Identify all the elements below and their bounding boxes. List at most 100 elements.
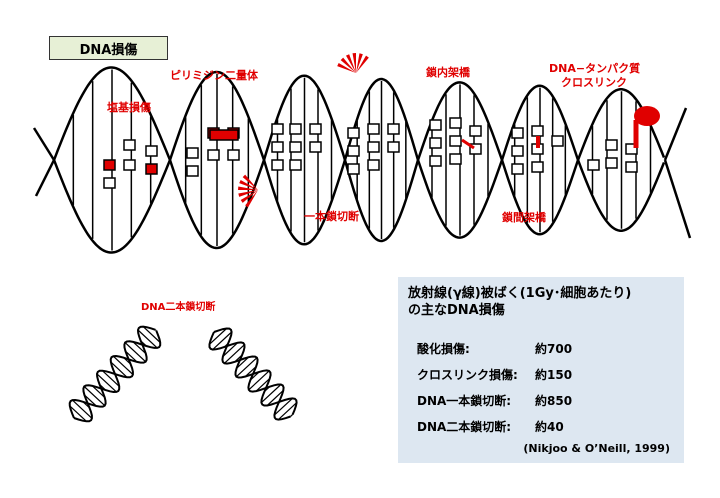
base bbox=[289, 159, 302, 171]
info-row-dsb: DNA二本鎖切断: 約40 bbox=[417, 418, 564, 435]
base bbox=[625, 143, 638, 155]
base bbox=[605, 139, 618, 151]
ds-fragment-left-rung bbox=[123, 357, 132, 365]
ds-fragment-left-rung bbox=[137, 329, 158, 349]
base bbox=[387, 123, 400, 135]
ds-fragment-left-rung bbox=[125, 350, 138, 363]
base bbox=[449, 117, 462, 129]
label-single-strand-break: 一本鎖切断 bbox=[304, 210, 359, 223]
ds-fragment-right-rung bbox=[222, 342, 239, 357]
break-fan-bottom bbox=[238, 186, 258, 190]
info-row-value: 約40 bbox=[535, 420, 564, 434]
ds-fragment-right-rung bbox=[244, 366, 257, 377]
break-fan-top bbox=[352, 53, 356, 73]
ds-fragment-right-rung bbox=[234, 354, 243, 363]
break-fan-bottom bbox=[242, 174, 258, 190]
base bbox=[186, 165, 199, 177]
dna-strand-tail bbox=[32, 127, 56, 161]
base bbox=[289, 123, 302, 135]
ds-fragment-right-rung bbox=[277, 402, 298, 421]
base bbox=[551, 135, 564, 147]
info-row-value: 約150 bbox=[535, 368, 573, 382]
info-row-value: 約850 bbox=[535, 394, 573, 408]
base bbox=[271, 123, 284, 135]
dna-strand-a bbox=[52, 66, 666, 250]
damaged-base bbox=[103, 159, 116, 171]
base bbox=[531, 125, 544, 137]
info-row-value: 約700 bbox=[535, 342, 573, 356]
dna-strand-b bbox=[52, 70, 666, 254]
base bbox=[429, 155, 442, 167]
break-fan-top bbox=[346, 54, 356, 73]
info-reference: (Nikjoo & O’Neill, 1999) bbox=[523, 442, 670, 455]
label-dna-protein-line2: クロスリンク bbox=[561, 76, 627, 89]
base bbox=[309, 123, 322, 135]
ds-fragment-right-rung bbox=[278, 401, 281, 404]
ds-fragment-left-rung bbox=[142, 326, 161, 343]
info-row-crosslink: クロスリンク損傷: 約150 bbox=[417, 366, 572, 383]
break-fan-bottom bbox=[239, 180, 258, 190]
base bbox=[367, 159, 380, 171]
base bbox=[469, 125, 482, 137]
ds-fragment-right-rung bbox=[223, 343, 229, 348]
ds-fragment-left-rung bbox=[69, 405, 87, 422]
base bbox=[207, 149, 220, 161]
base bbox=[429, 137, 442, 149]
break-fan-top bbox=[356, 53, 363, 73]
ds-fragment-left-rung bbox=[99, 384, 107, 391]
ds-fragment-left-rung bbox=[96, 373, 117, 393]
ds-fragment-left-rung bbox=[140, 340, 147, 347]
base bbox=[309, 141, 322, 153]
base bbox=[289, 141, 302, 153]
dna-strand-tail bbox=[663, 159, 692, 239]
ds-fragment-right-rung bbox=[290, 414, 294, 417]
ds-fragment-right-rung bbox=[266, 389, 284, 406]
info-title-line1: 放射線(γ線)被ばく(1Gy･細胞あたり) bbox=[408, 286, 632, 301]
base bbox=[511, 127, 524, 139]
base bbox=[103, 177, 116, 189]
ds-fragment-left-rung bbox=[71, 399, 93, 419]
info-row-ssb: DNA一本鎖切断:約850 bbox=[417, 392, 572, 409]
base bbox=[271, 159, 284, 171]
ds-fragment-right-rung bbox=[260, 384, 282, 404]
break-fan-bottom bbox=[238, 190, 258, 197]
ds-fragment-left-rung bbox=[124, 342, 147, 363]
pyrimidine-dimer-mark bbox=[209, 129, 239, 141]
base bbox=[123, 159, 136, 171]
title-box: DNA損傷 bbox=[49, 36, 168, 60]
ds-fragment-left-rung bbox=[82, 401, 90, 409]
base bbox=[531, 161, 544, 173]
base bbox=[186, 147, 199, 159]
intrastrand-crosslink-mark bbox=[461, 138, 475, 150]
label-base-damage: 塩基損傷 bbox=[107, 101, 151, 114]
info-row-label: DNA二本鎖切断: bbox=[417, 420, 512, 434]
info-panel: 放射線(γ線)被ばく(1Gy･細胞あたり) の主なDNA損傷 酸化損傷:約700… bbox=[398, 277, 684, 463]
ds-fragment-right-rung bbox=[248, 370, 270, 391]
base bbox=[367, 123, 380, 135]
ds-fragment-left-rung bbox=[112, 355, 134, 375]
ds-fragment-right-rung bbox=[263, 386, 271, 393]
ds-fragment-left-rung bbox=[83, 394, 97, 407]
base bbox=[511, 163, 524, 175]
ds-fragment-left-rung bbox=[110, 361, 128, 378]
ds-fragment-right-strand bbox=[213, 327, 291, 421]
ds-fragment-right-rung bbox=[249, 371, 260, 381]
label-pyrimidine-dimer: ピリミジン二量体 bbox=[170, 69, 258, 82]
ds-fragment-right-rung bbox=[255, 377, 271, 392]
info-title-line2: の主なDNA損傷 bbox=[408, 303, 505, 318]
base bbox=[347, 163, 360, 175]
base bbox=[449, 153, 462, 165]
label-double-strand-break: DNA二本鎖切断 bbox=[141, 302, 216, 313]
base bbox=[449, 135, 462, 147]
base bbox=[145, 145, 158, 157]
base bbox=[271, 141, 284, 153]
info-row-label: クロスリンク損傷: bbox=[417, 368, 518, 382]
base bbox=[387, 141, 400, 153]
base bbox=[469, 143, 482, 155]
base bbox=[347, 127, 360, 139]
base bbox=[429, 119, 442, 131]
base bbox=[367, 141, 380, 153]
base bbox=[625, 161, 638, 173]
ds-fragment-left-rung bbox=[132, 341, 147, 355]
